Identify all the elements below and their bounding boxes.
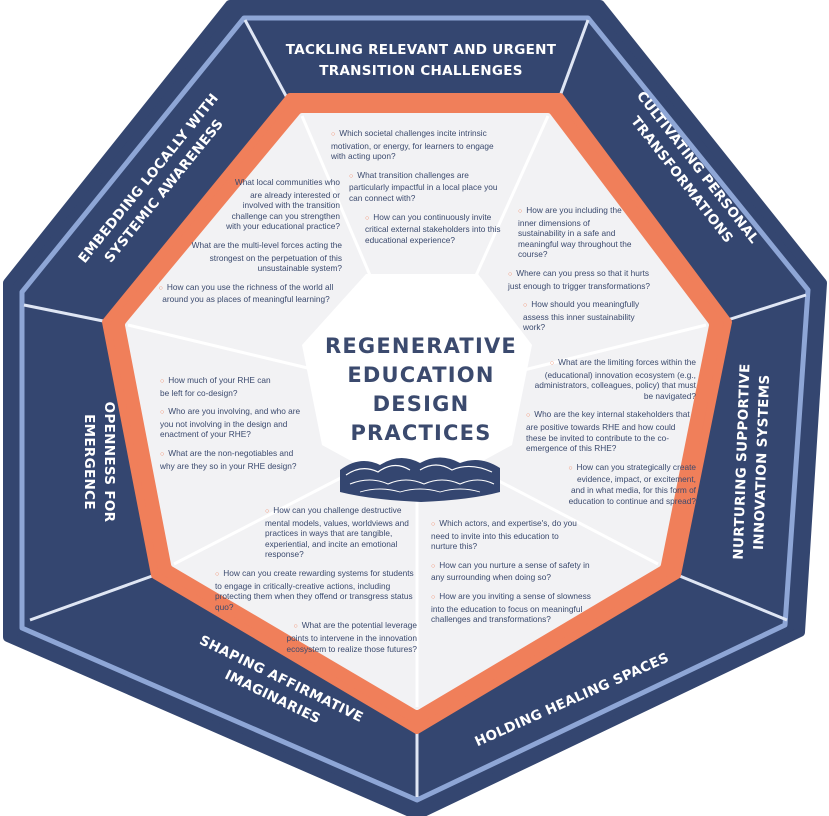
section-title-tackling-line-1: TACKLING RELEVANT AND URGENT bbox=[286, 42, 557, 58]
question-cultivating-1: How are you including the inner dimensio… bbox=[518, 205, 638, 260]
question-nurturing-2: Who are the key internal stakeholders th… bbox=[526, 409, 696, 453]
section-title-openness-line-2: EMERGENCE bbox=[81, 414, 97, 510]
question-shaping-1: How can you challenge destructive mental… bbox=[265, 505, 415, 560]
center-title-line-3: DESIGN bbox=[373, 392, 470, 416]
questions-shaping: How can you challenge destructive mental… bbox=[215, 505, 417, 662]
questions-embedding: What local communities who are already i… bbox=[150, 177, 342, 313]
question-nurturing-1: What are the limiting forces within the … bbox=[526, 357, 696, 401]
question-embedding-2: What are the multi-level forces acting t… bbox=[180, 240, 342, 274]
center-title-line-4: PRACTICES bbox=[350, 421, 491, 445]
question-openness-3: What are the non-negotiables and why are… bbox=[160, 448, 310, 471]
question-embedding-3: How can you use the richness of the worl… bbox=[150, 282, 342, 305]
questions-openness: How much of your RHE can be left for co-… bbox=[160, 375, 310, 479]
question-openness-2: Who are you involving, and who are you n… bbox=[160, 406, 310, 440]
question-embedding-1: What local communities who are already i… bbox=[220, 177, 340, 232]
wave-emblem-icon bbox=[340, 457, 500, 502]
section-title-nurturing-line-2: INNOVATION SYSTEMS bbox=[751, 374, 773, 550]
question-shaping-2: How can you create rewarding systems for… bbox=[215, 568, 417, 612]
question-tackling-2: What transition challenges are particula… bbox=[349, 170, 506, 204]
question-cultivating-2: Where can you press so that it hurts jus… bbox=[508, 268, 663, 291]
section-dividers bbox=[23, 19, 807, 797]
section-title-tackling-line-2: TRANSITION CHALLENGES bbox=[319, 63, 523, 79]
question-cultivating-3: How should you meaningfully assess this … bbox=[523, 299, 658, 333]
question-tackling-1: Which societal challenges incite intrins… bbox=[331, 128, 506, 162]
questions-holding: Which actors, and expertise's, do you ne… bbox=[431, 518, 601, 633]
question-tackling-3: How can you continuously invite critical… bbox=[365, 212, 506, 246]
center-title-line-1: REGENERATIVE bbox=[325, 334, 517, 358]
center-heptagon bbox=[302, 274, 532, 497]
question-openness-1: How much of your RHE can be left for co-… bbox=[160, 375, 280, 398]
question-shaping-3: What are the potential leverage points t… bbox=[275, 620, 417, 654]
questions-nurturing: What are the limiting forces within the … bbox=[526, 357, 696, 514]
section-title-nurturing-line-1: NURTURING SUPPORTIVE bbox=[731, 363, 754, 560]
question-holding-2: How can you nurture a sense of safety in… bbox=[431, 560, 596, 583]
question-holding-1: Which actors, and expertise's, do you ne… bbox=[431, 518, 581, 552]
questions-cultivating: How are you including the inner dimensio… bbox=[508, 205, 663, 341]
section-title-openness-line-1: OPENNESS FOR bbox=[101, 402, 117, 523]
outer-heptagon-light-border bbox=[19, 15, 811, 803]
questions-tackling: Which societal challenges incite intrins… bbox=[331, 128, 506, 253]
center-title-line-2: EDUCATION bbox=[347, 363, 494, 387]
question-holding-3: How are you inviting a sense of slowness… bbox=[431, 591, 601, 625]
question-nurturing-3: How can you strategically create evidenc… bbox=[561, 462, 696, 506]
